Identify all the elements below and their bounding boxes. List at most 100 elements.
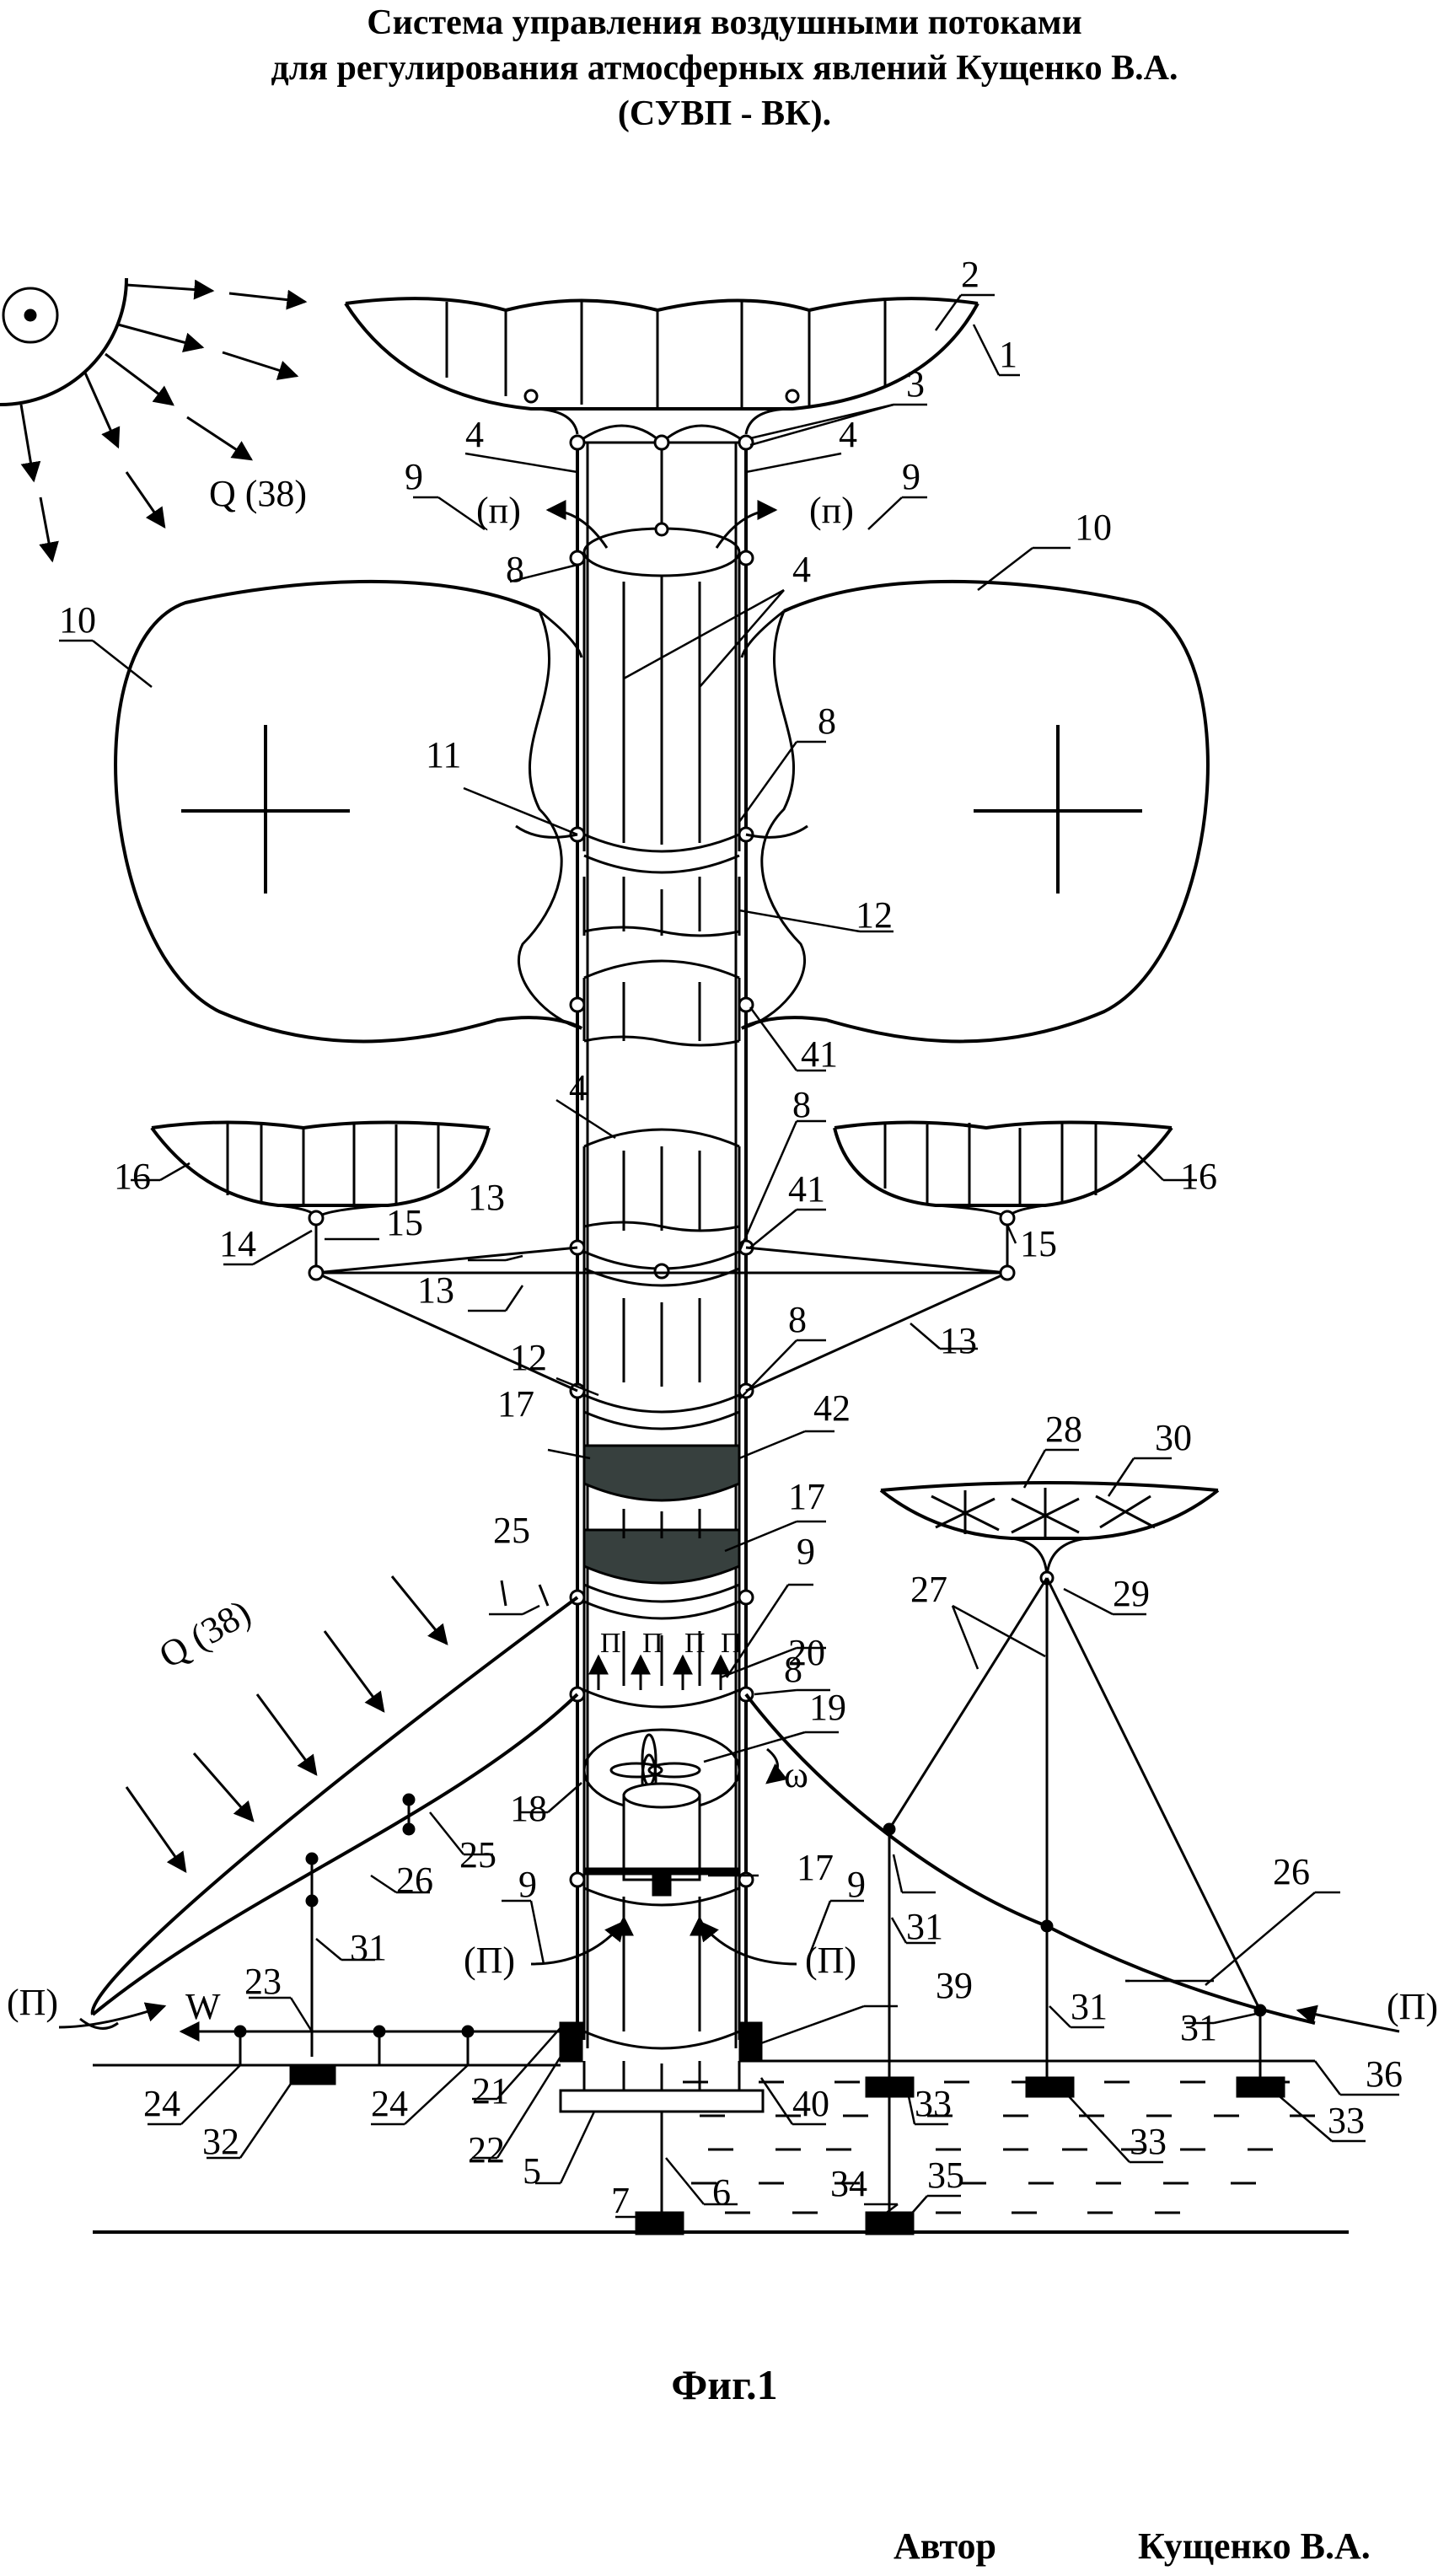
label-10-right: 10: [1075, 507, 1112, 548]
label-42: 42: [813, 1387, 851, 1429]
water: [683, 2059, 1315, 2214]
label-31-left: 31: [350, 1927, 387, 1968]
leader-lines: [59, 293, 1399, 2219]
right-reflector-28: [879, 1481, 1262, 2011]
left-balloon: [114, 579, 583, 1044]
label-9-top-right: 9: [902, 456, 920, 497]
label-12-lower: 12: [510, 1337, 547, 1378]
label-4-middle: 4: [569, 1067, 588, 1108]
label-11: 11: [426, 734, 461, 775]
label-1: 1: [999, 334, 1017, 375]
label-9-low-right: 9: [847, 1864, 866, 1905]
label-4-top-right: 4: [839, 414, 857, 455]
stays: [308, 1246, 1016, 1393]
label-omega: ω: [784, 1754, 808, 1795]
label-9-top-left: 9: [405, 456, 423, 497]
label-p-arrow-2: П: [642, 1628, 663, 1659]
label-41-lower: 41: [788, 1168, 825, 1210]
label-30: 30: [1155, 1417, 1192, 1458]
label-13-right: 13: [940, 1320, 977, 1361]
label-p-big-far-left: (П): [7, 1982, 58, 2023]
flow-arrows: [58, 500, 1400, 2033]
diagram-title: Система управления воздушными потоками д…: [0, 0, 1449, 137]
right-balloon: [740, 579, 1210, 1044]
label-36: 36: [1366, 2053, 1403, 2095]
label-4-upper: 4: [792, 549, 811, 590]
label-18: 18: [510, 1788, 547, 1829]
label-7: 7: [611, 2180, 630, 2221]
label-p-arrow-4: П: [721, 1628, 742, 1659]
label-2: 2: [961, 254, 979, 295]
author-name: Кущенко В.А.: [1138, 2525, 1371, 2567]
label-33-c: 33: [1328, 2100, 1365, 2141]
label-33-b: 33: [1130, 2121, 1167, 2162]
label-21: 21: [472, 2070, 509, 2112]
label-6: 6: [712, 2171, 731, 2213]
label-16-left: 16: [114, 1156, 151, 1197]
base: [93, 2021, 1349, 2235]
label-p-big-right-inlet: (П): [805, 1940, 856, 1981]
left-side-reflector: [150, 1120, 491, 1273]
middle-duct: [569, 1128, 754, 2040]
label-26-left: 26: [396, 1860, 433, 1901]
label-31-mid: 31: [906, 1906, 943, 1947]
label-34: 34: [830, 2163, 867, 2204]
label-3: 3: [906, 363, 925, 405]
author-label: Автор: [894, 2525, 996, 2567]
label-28: 28: [1045, 1409, 1082, 1450]
label-25-top: 25: [493, 1510, 530, 1551]
upper-duct: [569, 522, 754, 1047]
label-29: 29: [1113, 1573, 1150, 1614]
label-p-arrow-1: П: [600, 1628, 621, 1659]
label-40: 40: [792, 2083, 829, 2124]
label-15-right: 15: [1020, 1223, 1057, 1264]
label-41-upper: 41: [801, 1033, 838, 1075]
label-9-low-left: 9: [518, 1864, 537, 1905]
right-side-reflector: [833, 1120, 1173, 1273]
label-p-big-left-inlet: (П): [464, 1940, 515, 1981]
label-17-mid: 17: [788, 1476, 825, 1517]
label-17-low: 17: [797, 1847, 834, 1888]
label-5: 5: [523, 2150, 541, 2192]
label-16-right: 16: [1180, 1156, 1217, 1197]
figure-label: Фиг.1: [671, 2361, 778, 2408]
label-20: 20: [788, 1632, 825, 1673]
label-q-left: Q (38): [153, 1591, 258, 1676]
label-35: 35: [927, 2155, 964, 2196]
label-12-upper: 12: [856, 894, 893, 936]
label-8-e: 8: [784, 1649, 802, 1690]
label-24-right: 24: [371, 2083, 408, 2124]
label-4-top-left: 4: [465, 414, 484, 455]
label-31-right: 31: [1180, 2007, 1217, 2048]
title-line-1: Система управления воздушными потоками: [367, 3, 1082, 42]
radiation-arrows-left: [125, 1575, 448, 1873]
label-33-a: 33: [915, 2083, 952, 2124]
label-wind: W: [185, 1986, 221, 2027]
label-8-b: 8: [818, 700, 836, 742]
sun: [0, 277, 308, 563]
label-25-low: 25: [459, 1834, 496, 1876]
label-q-top: Q (38): [209, 473, 307, 514]
label-23: 23: [244, 1961, 282, 2002]
label-19: 19: [809, 1687, 846, 1728]
title-line-3: (СУВП - ВК).: [617, 94, 832, 133]
title-line-2: для регулирования атмосферных явлений Ку…: [271, 49, 1178, 88]
label-8-c: 8: [792, 1084, 811, 1125]
label-39: 39: [936, 1965, 973, 2006]
wind-line: [93, 2021, 561, 2085]
label-31-center: 31: [1071, 1986, 1108, 2027]
label-22: 22: [468, 2129, 505, 2171]
left-concentrator: [79, 1580, 579, 2057]
label-p-small-right: (п): [809, 490, 854, 531]
label-27: 27: [910, 1569, 947, 1610]
label-15-left: 15: [386, 1202, 423, 1243]
label-32: 32: [202, 2121, 239, 2162]
label-14: 14: [219, 1223, 256, 1264]
label-13-mid: 13: [417, 1269, 454, 1311]
top-reflector: [344, 297, 979, 445]
diagram-labels: Q (38) Q (38) (п) (п) (П) (П) (П) (П) П …: [7, 254, 1438, 2221]
label-9-mid: 9: [797, 1531, 815, 1572]
label-8-a: 8: [506, 549, 524, 590]
label-13-top: 13: [468, 1177, 505, 1218]
